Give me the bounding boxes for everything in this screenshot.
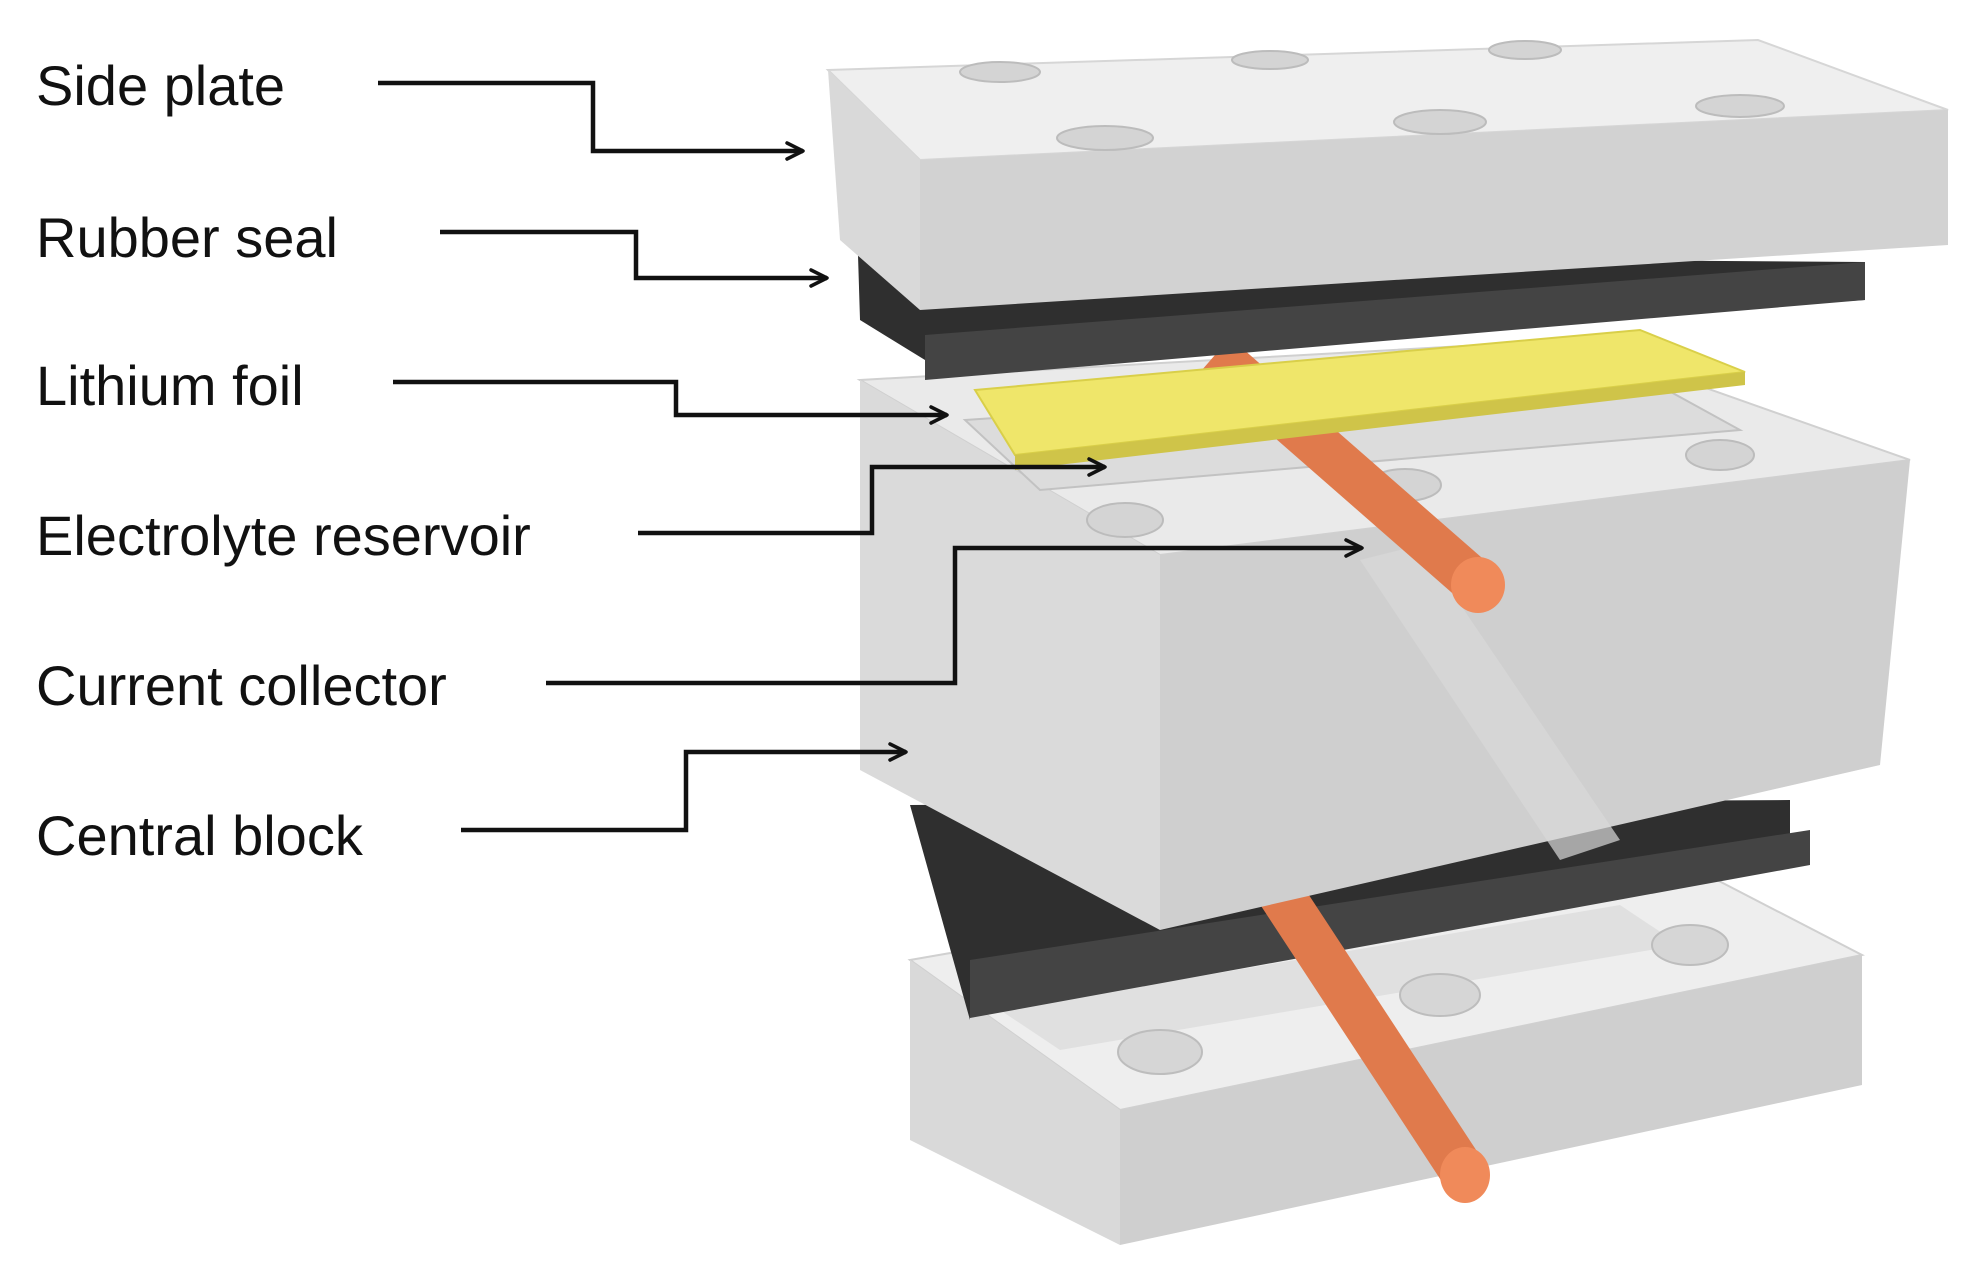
bottom-current-collector: [1245, 857, 1490, 1203]
leader-lithium-foil: [393, 379, 949, 425]
leader-side-plate: [378, 80, 805, 161]
leader-central-block: [461, 742, 908, 833]
leader-rubber-seal: [440, 229, 829, 288]
label-current-collector: Current collector: [36, 654, 447, 717]
top-side-plate: [825, 38, 1949, 310]
label-rubber-seal: Rubber seal: [36, 206, 338, 269]
label-electrolyte-reservoir: Electrolyte reservoir: [36, 504, 531, 567]
label-central-block: Central block: [36, 804, 363, 867]
leader-current-collector: [546, 538, 1364, 686]
leader-electrolyte-reservoir: [638, 457, 1107, 536]
leader-lines: [378, 80, 1364, 833]
label-side-plate: Side plate: [36, 54, 286, 117]
lithium-foil: [973, 328, 1746, 470]
label-lithium-foil: Lithium foil: [36, 354, 304, 417]
